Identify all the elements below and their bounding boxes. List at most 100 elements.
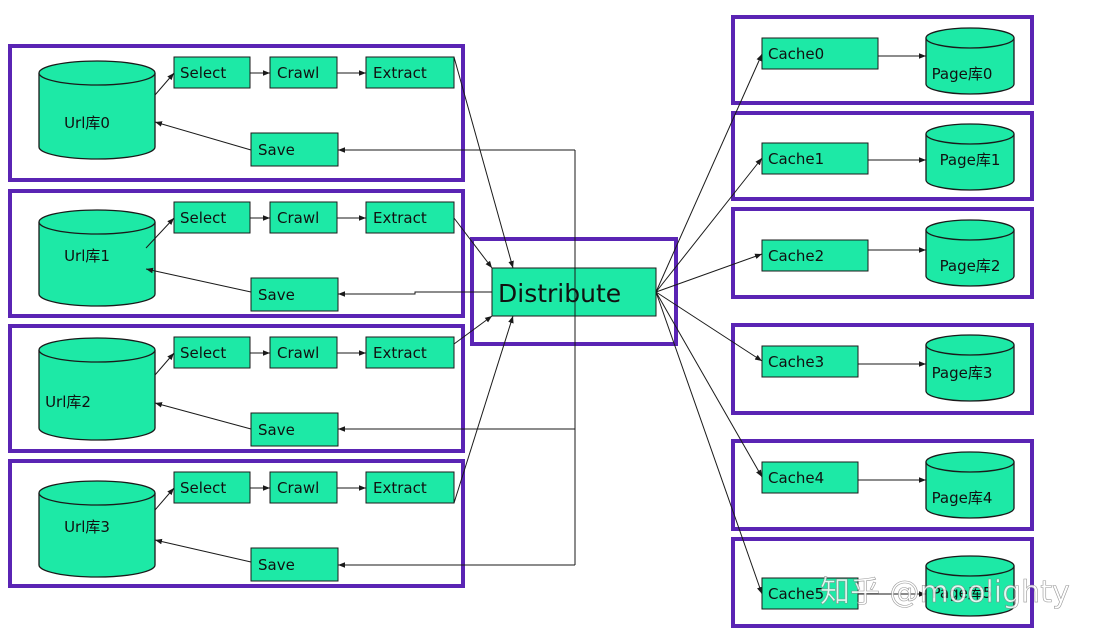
save-node: Save bbox=[250, 412, 339, 447]
select-node: Select bbox=[173, 201, 251, 234]
cache-group-0: Cache0 Page库0 bbox=[731, 15, 1034, 105]
crawler-group-1: Url库1 Select Crawl Extract Save bbox=[8, 189, 465, 318]
select-label: Select bbox=[180, 344, 226, 362]
distribute-group: Distribute bbox=[470, 237, 678, 346]
cache-label: Cache5 bbox=[768, 585, 824, 603]
save-to-db-edge bbox=[145, 267, 252, 293]
url-db-2: Url库2 bbox=[38, 337, 156, 441]
cache-group-2: Cache2 Page库2 bbox=[731, 207, 1034, 299]
cache-label: Cache2 bbox=[768, 247, 824, 265]
select-label: Select bbox=[180, 209, 226, 227]
select-label: Select bbox=[180, 64, 226, 82]
group-frame bbox=[731, 537, 1034, 628]
distribute-node bbox=[491, 267, 657, 317]
distribute-label: Distribute bbox=[498, 279, 621, 308]
select-node: Select bbox=[173, 336, 251, 369]
group-frame bbox=[731, 111, 1034, 201]
cache-label: Cache1 bbox=[768, 150, 824, 168]
watermark: 知乎 @moolighty bbox=[820, 575, 1070, 610]
extract3-to-distribute-edge bbox=[453, 315, 514, 504]
cache-label: Cache4 bbox=[768, 469, 824, 487]
distribute-to-cache0-edge bbox=[655, 53, 763, 293]
save-node: Save bbox=[250, 132, 339, 167]
crawler-group-2: Url库2 Select Crawl Extract Save bbox=[8, 324, 465, 453]
distribute-to-cache1-edge bbox=[655, 157, 763, 293]
save-label: Save bbox=[258, 141, 295, 159]
page-db-label: Page库1 bbox=[940, 151, 1001, 169]
save-label: Save bbox=[258, 286, 295, 304]
distribute-to-cache5-edge bbox=[655, 291, 763, 595]
select-node: Select bbox=[173, 56, 251, 89]
url-db-label: Url库3 bbox=[64, 518, 110, 536]
extract-label: Extract bbox=[373, 344, 427, 362]
extract-node: Extract bbox=[365, 56, 455, 89]
url-db-3: Url库3 bbox=[38, 480, 156, 578]
extract-label: Extract bbox=[373, 479, 427, 497]
db-to-select-edge bbox=[154, 72, 175, 96]
distribute-to-cache2-edge bbox=[655, 253, 763, 293]
page-db-4: Page库4 bbox=[925, 451, 1015, 519]
cache-label: Cache3 bbox=[768, 353, 824, 371]
crawl-label: Crawl bbox=[277, 209, 319, 227]
crawl-label: Crawl bbox=[277, 479, 319, 497]
group-frame bbox=[731, 207, 1034, 299]
page-db-1: Page库1 bbox=[925, 123, 1015, 191]
extract-node: Extract bbox=[365, 336, 455, 369]
extract-label: Extract bbox=[373, 209, 427, 227]
page-db-label: Page库5 bbox=[932, 584, 993, 602]
crawl-node: Crawl bbox=[269, 471, 338, 504]
db-to-select-edge bbox=[154, 352, 175, 376]
page-db-label: Page库4 bbox=[932, 489, 993, 507]
crawl-node: Crawl bbox=[269, 336, 338, 369]
extract2-to-distribute-edge bbox=[453, 315, 493, 345]
group-frame bbox=[8, 459, 465, 588]
page-db-3: Page库3 bbox=[925, 334, 1015, 402]
save-node: Save bbox=[250, 277, 339, 312]
crawl-label: Crawl bbox=[277, 64, 319, 82]
group-frame bbox=[731, 323, 1034, 415]
crawler-group-3: Url库3 Select Crawl Extract Save bbox=[8, 459, 465, 588]
extract0-to-distribute-edge bbox=[453, 56, 514, 269]
url-db-0: Url库0 bbox=[38, 60, 156, 160]
extract-node: Extract bbox=[365, 201, 455, 234]
save-label: Save bbox=[258, 421, 295, 439]
save-to-db-edge bbox=[154, 121, 252, 151]
save-to-db-edge bbox=[154, 402, 252, 430]
save-label: Save bbox=[258, 556, 295, 574]
url-db-label: Url库1 bbox=[64, 247, 110, 265]
page-db-5: Page库5 bbox=[925, 555, 1015, 617]
url-db-label: Url库2 bbox=[45, 393, 91, 411]
group-frame bbox=[8, 324, 465, 453]
select-label: Select bbox=[180, 479, 226, 497]
crawl-label: Crawl bbox=[277, 344, 319, 362]
extract1-to-distribute-edge bbox=[453, 217, 493, 269]
crawl-node: Crawl bbox=[269, 56, 338, 89]
cache-group-5: Cache5 Page库5 bbox=[731, 537, 1034, 628]
distribute-to-save1-edge bbox=[338, 291, 492, 297]
cache-node bbox=[761, 37, 879, 70]
save-node: Save bbox=[250, 547, 339, 582]
group-frame bbox=[8, 44, 465, 182]
cache-node bbox=[761, 142, 869, 175]
cache-node bbox=[761, 461, 859, 494]
db-to-select-edge bbox=[145, 217, 175, 249]
cache-group-3: Cache3 Page库3 bbox=[731, 323, 1034, 415]
cache-group-4: Cache4 Page库4 bbox=[731, 439, 1034, 531]
page-db-label: Page库3 bbox=[932, 364, 993, 382]
group-frame bbox=[731, 15, 1034, 105]
cache-node bbox=[761, 577, 859, 610]
db-to-select-edge bbox=[154, 487, 175, 511]
cache-node bbox=[761, 239, 869, 272]
url-db-label: Url库0 bbox=[64, 114, 110, 132]
extract-label: Extract bbox=[373, 64, 427, 82]
crawl-node: Crawl bbox=[269, 201, 338, 234]
url-db-1: Url库1 bbox=[38, 209, 156, 307]
page-db-label: Page库0 bbox=[932, 65, 993, 83]
distribute-to-cache4-edge bbox=[655, 291, 763, 478]
crawler-group-0: Url库0 Select Crawl Extract Save bbox=[8, 44, 465, 182]
extract-node: Extract bbox=[365, 471, 455, 504]
cache-label: Cache0 bbox=[768, 45, 824, 63]
page-db-label: Page库2 bbox=[940, 257, 1001, 275]
cache-node bbox=[761, 345, 859, 378]
